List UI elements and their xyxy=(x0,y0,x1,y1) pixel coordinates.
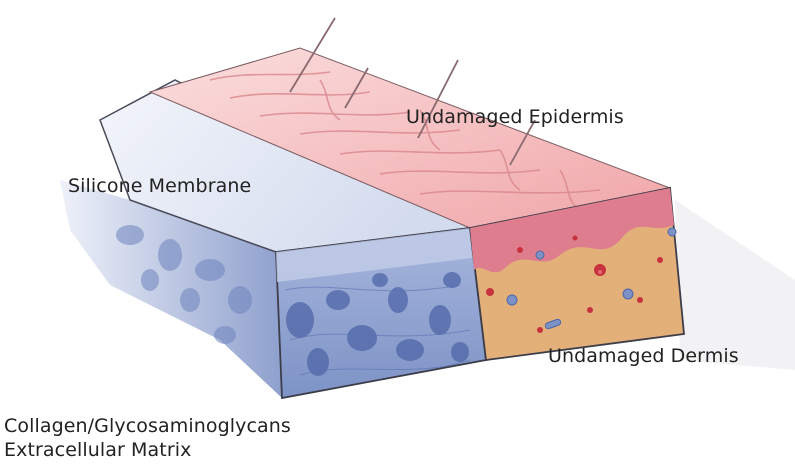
label-undamaged-epidermis: Undamaged Epidermis xyxy=(406,105,624,129)
label-collagen-line2: Extracellular Matrix xyxy=(4,438,291,462)
label-undamaged-dermis: Undamaged Dermis xyxy=(548,344,739,368)
label-collagen-matrix: Collagen/Glycosaminoglycans Extracellula… xyxy=(4,414,291,462)
label-collagen-line1: Collagen/Glycosaminoglycans xyxy=(4,414,291,438)
label-silicone-membrane: Silicone Membrane xyxy=(68,174,251,198)
